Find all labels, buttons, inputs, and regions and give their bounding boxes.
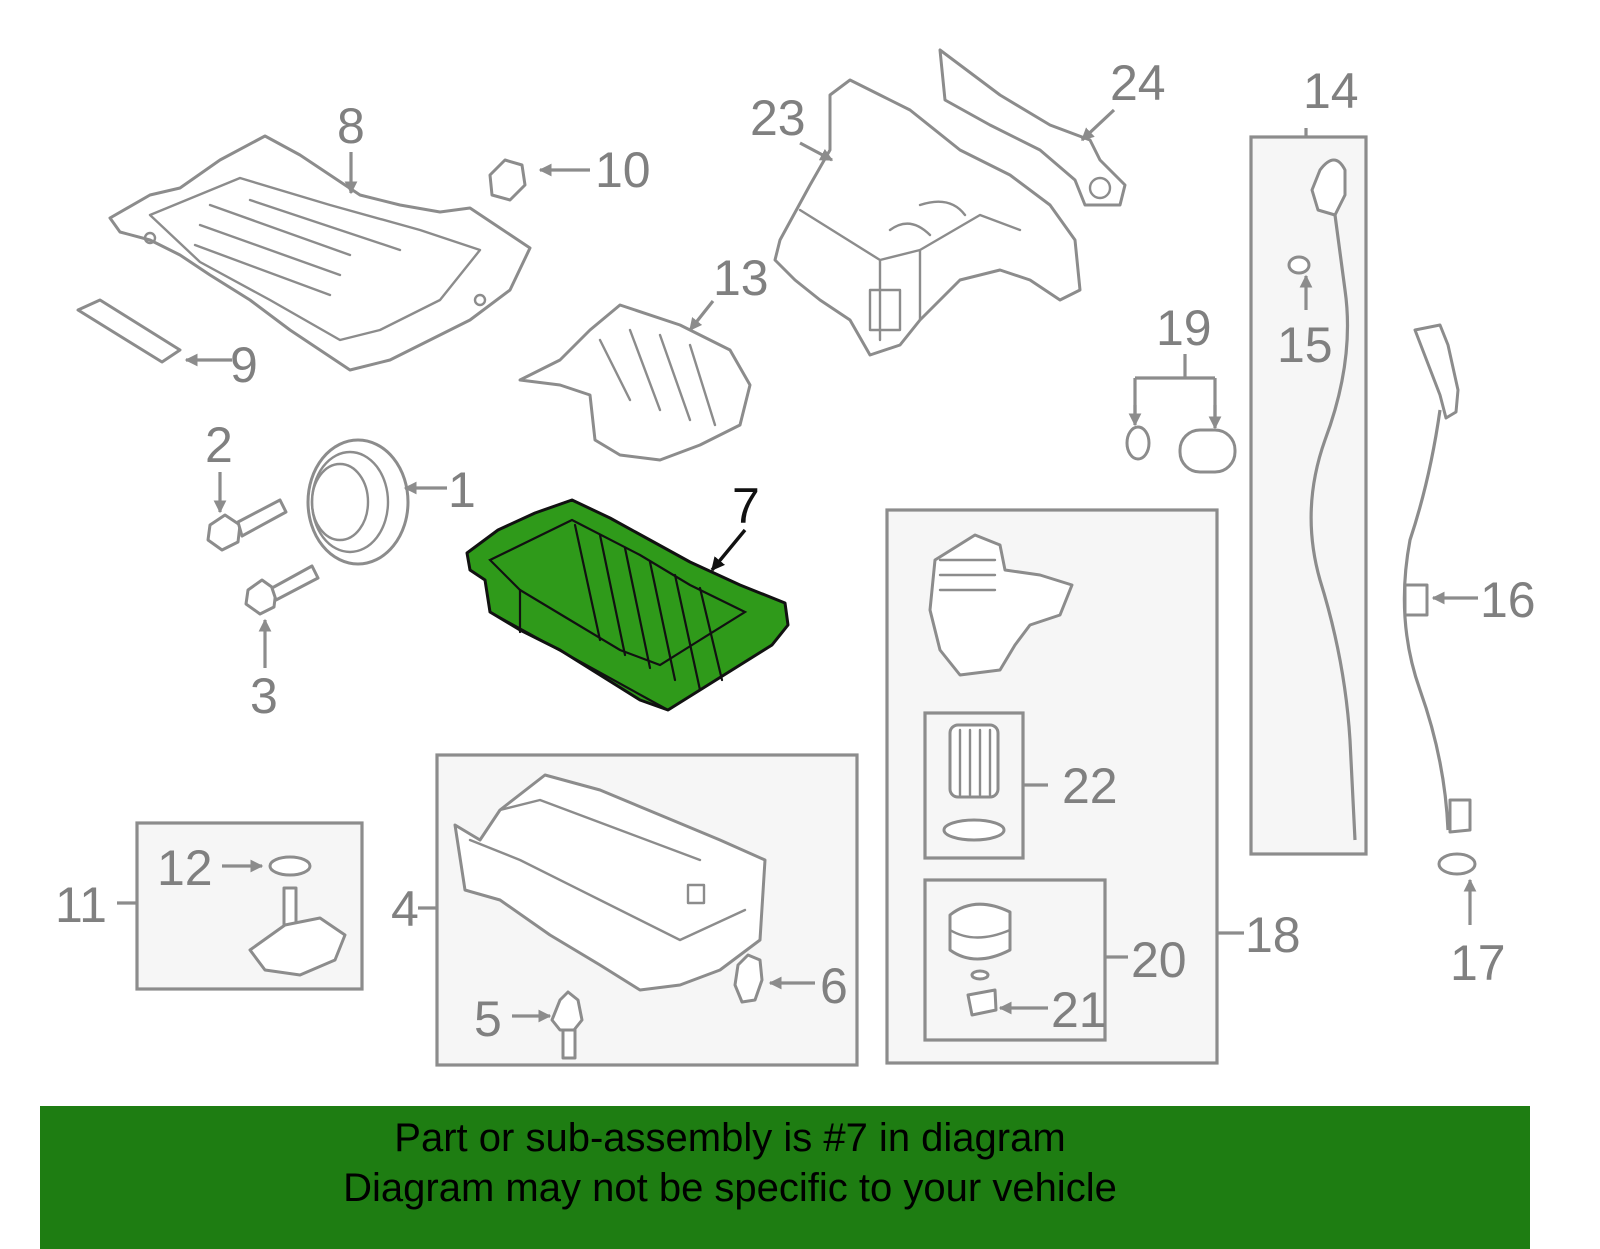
- callout-2: 2: [205, 417, 233, 473]
- notice-banner: Part or sub-assembly is #7 in diagram Di…: [40, 1106, 1530, 1249]
- callout-17: 17: [1450, 935, 1506, 991]
- part-10-plug: [488, 158, 527, 202]
- part-19-plug-b: [1178, 428, 1237, 474]
- part-20-filter-cap: [948, 902, 1012, 961]
- part-21-valve: [966, 969, 998, 1017]
- part-5-drain-plug: [550, 990, 584, 1060]
- part-3-bolt: [244, 564, 320, 616]
- callout-11: 11: [55, 877, 107, 933]
- part-16-dipstick-tube: [1402, 323, 1472, 834]
- part-14-dipstick: [1309, 158, 1357, 841]
- group-box-14: [1249, 135, 1368, 856]
- part-9-gasket: [76, 298, 182, 364]
- banner-line-disclaimer: Diagram may not be specific to your vehi…: [343, 1166, 1117, 1210]
- part-4-lower-pan: [453, 773, 767, 992]
- callout-9: 9: [230, 337, 258, 393]
- part-8-oil-pan-upper: [108, 134, 532, 372]
- callout-20: 20: [1131, 932, 1187, 988]
- leader-lines: [117, 108, 1478, 1023]
- part-18-filter-housing: [928, 533, 1074, 677]
- callout-23: 23: [750, 90, 806, 146]
- part-13-baffle: [518, 303, 752, 462]
- callout-6: 6: [820, 958, 848, 1014]
- callout-19: 19: [1156, 300, 1212, 356]
- callout-1: 1: [448, 462, 476, 518]
- part-12-seal: [268, 855, 312, 877]
- callout-22: 22: [1062, 758, 1118, 814]
- callout-15: 15: [1277, 317, 1333, 373]
- callout-13: 13: [713, 250, 769, 306]
- callout-5: 5: [474, 991, 502, 1047]
- part-6-clip: [733, 953, 764, 1004]
- callout-3: 3: [250, 668, 278, 724]
- part-1-pulley: [306, 438, 410, 566]
- part-7-oil-pan-highlighted: [465, 498, 790, 712]
- part-2-bolt: [206, 498, 288, 552]
- callout-18: 18: [1245, 907, 1301, 963]
- callout-8: 8: [337, 98, 365, 154]
- callout-7-highlighted: 7: [732, 478, 760, 534]
- callout-14: 14: [1303, 63, 1359, 119]
- callout-16: 16: [1480, 572, 1536, 628]
- callout-4: 4: [391, 881, 419, 937]
- part-22-filter-element: [942, 723, 1006, 842]
- callout-12: 12: [157, 840, 213, 896]
- part-23-housing: [773, 78, 1082, 357]
- part-17-seal: [1437, 852, 1477, 876]
- part-24-gasket: [938, 48, 1127, 207]
- group-box-20: [923, 878, 1107, 1042]
- part-15-o-ring: [1287, 255, 1311, 275]
- callout-21: 21: [1051, 982, 1107, 1038]
- part-11-oil-level-sensor: [248, 886, 347, 977]
- part-19-plug-a: [1125, 425, 1151, 461]
- banner-line-part-number: Part or sub-assembly is #7 in diagram: [394, 1116, 1066, 1160]
- callout-10: 10: [595, 142, 651, 198]
- callout-24: 24: [1110, 55, 1166, 111]
